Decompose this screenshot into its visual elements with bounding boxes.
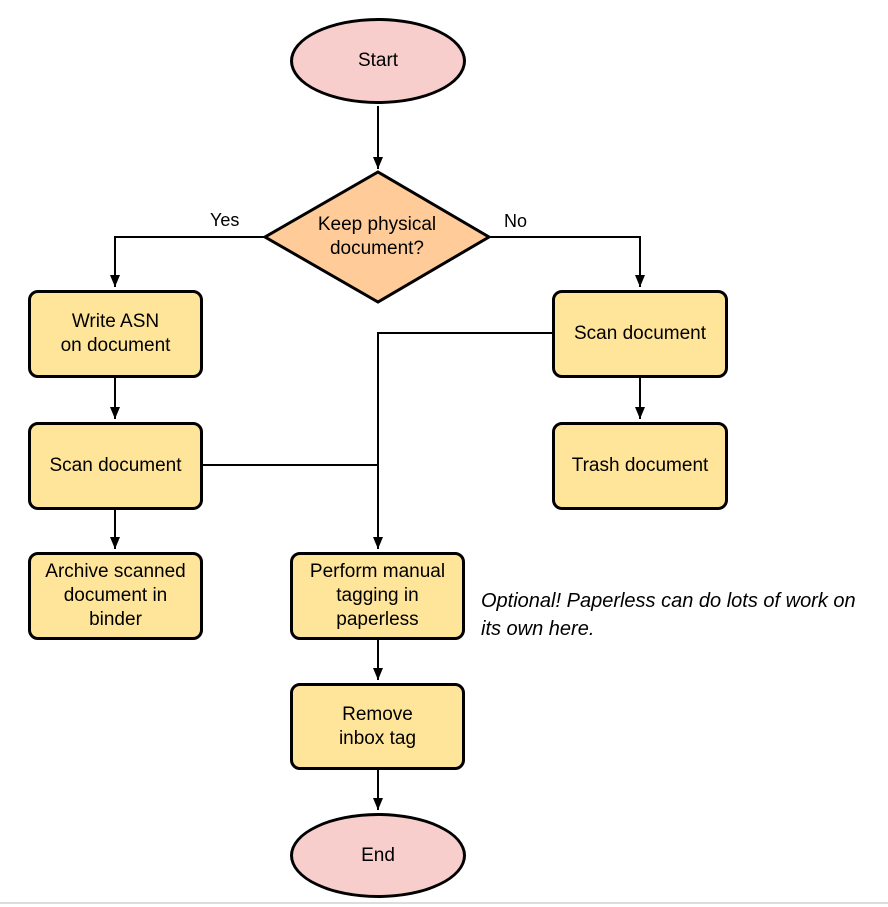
node-manual-tagging-label: Perform manual tagging in paperless [309, 561, 446, 630]
node-trash-document-label: Trash document [571, 455, 709, 476]
node-manual-tagging: Perform manual tagging in paperless [290, 552, 465, 640]
node-write-asn: Write ASN on document [28, 290, 203, 378]
node-archive-binder: Archive scanned document in binder [28, 552, 203, 640]
bottom-rule [0, 902, 888, 904]
node-start-label: Start [357, 50, 399, 71]
edge-decision-no-to-scan-right [490, 236, 645, 287]
node-write-asn-label: Write ASN on document [60, 311, 171, 356]
node-scan-document-left: Scan document [28, 422, 203, 510]
edge-label-yes: Yes [210, 210, 240, 230]
node-end: End [290, 813, 466, 898]
node-scan-document-left-label: Scan document [49, 455, 182, 476]
annotation-optional-note: Optional! Paperless can do lots of work … [481, 590, 856, 640]
edge-label-no: No [504, 211, 528, 231]
node-decision-shape [261, 170, 492, 304]
node-trash-document: Trash document [552, 422, 728, 510]
node-start: Start [290, 18, 466, 104]
node-scan-document-right-label: Scan document [573, 323, 707, 344]
node-archive-binder-label: Archive scanned document in binder [45, 561, 186, 630]
node-remove-inbox-tag: Remove inbox tag [290, 683, 465, 770]
node-end-label: End [361, 844, 395, 866]
edge-scan-right-to-tagging [373, 332, 552, 549]
node-remove-inbox-tag-label: Remove inbox tag [338, 703, 417, 749]
node-scan-document-right: Scan document [552, 290, 728, 378]
edge-decision-yes-to-write-asn [110, 236, 264, 287]
